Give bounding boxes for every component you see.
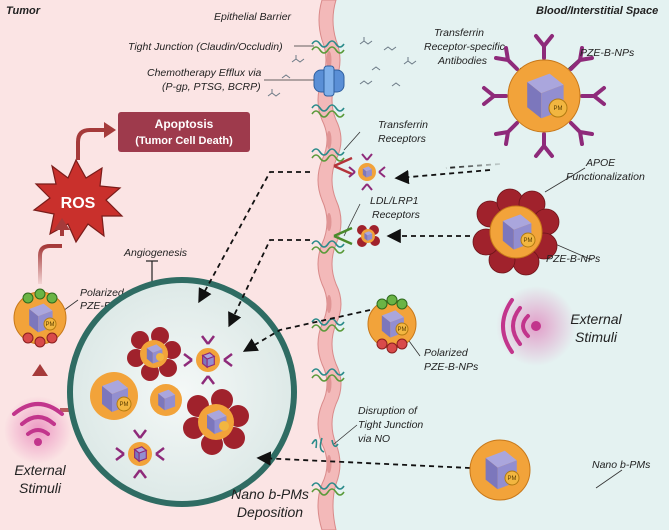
label-external-left-2: Stimuli [19,480,62,496]
dashed-arrows [198,169,491,469]
pze-apoe-particle: PM [472,188,560,276]
label-polarized-right-1: Polarized [424,347,469,359]
pm-label: PM [554,106,563,112]
pze-antibody-particle: PM [482,34,606,158]
label-apoe-1: APOE [585,157,616,169]
label-pze-top: PZE-B-NPs [580,47,635,59]
pm-label: PM [508,476,517,482]
tfr-bound-particle [348,153,386,191]
label-tfr-receptors-1: Transferrin [378,119,428,131]
tight-junctions [311,40,345,496]
label-external-left-1: External [14,462,66,478]
label-polarized-left-1: Polarized [80,287,125,299]
ros-star [32,158,124,244]
label-nano-bpms: Nano b-PMs [592,459,651,471]
region-label-tumor: Tumor [6,5,41,17]
label-pze-apoe: PZE-B-NPs [546,253,601,265]
drug-molecules [267,37,417,97]
apoptosis-subtitle: (Tumor Cell Death) [135,135,233,147]
wifi-dot [34,438,42,446]
deposited-particles: PM [90,327,249,479]
wifi-icon [501,298,530,354]
ldl-bound-particle [357,225,380,247]
label-tight-junction: Tight Junction (Claudin/Occludin) [128,41,283,53]
pm-label: PM [46,322,55,328]
label-disruption-3: via NO [358,433,390,445]
region-label-blood: Blood/Interstitial Space [536,5,658,17]
epithelial-membrane [317,0,342,530]
label-external-right-2: Stimuli [575,329,618,345]
apoptosis-title: Apoptosis [155,117,214,131]
label-efflux-2: (P-gp, PTSG, BCRP) [162,81,261,93]
label-ldl-1: LDL/LRP1 [370,195,418,207]
ldl-receptor [333,226,353,246]
pm-label: PM [398,327,407,333]
label-antibodies-2: Receptor-specific [424,41,506,53]
dashed-tails [445,163,501,235]
label-epithelial-barrier: Epithelial Barrier [214,11,292,23]
polarized-particle-right: PM [367,294,417,354]
label-efflux-1: Chemotherapy Efflux via [147,67,262,79]
efflux-pump [313,65,345,97]
wifi-icon [12,402,64,436]
label-ldl-2: Receptors [372,209,421,221]
label-deposition-2: Deposition [237,504,303,520]
polarized-particle-left: PM [13,288,67,348]
label-disruption-2: Tight Junction [358,419,423,431]
ros-label: ROS [61,195,96,212]
wifi-dot [531,321,541,331]
label-antibodies-1: Transferrin [434,27,484,39]
transferrin-receptor [333,156,353,176]
label-apoe-2: Functionalization [566,171,645,183]
label-external-right-1: External [570,311,622,327]
apoptosis-box [118,112,250,152]
label-disruption-1: Disruption of [358,405,418,417]
label-polarized-right-2: PZE-B-NPs [424,361,479,373]
label-tfr-receptors-2: Receptors [378,133,427,145]
pm-label: PM [120,402,129,408]
label-angiogenesis: Angiogenesis [123,247,188,259]
nano-bpm-particle: PM [469,439,531,501]
pm-label: PM [524,238,533,244]
label-antibodies-3: Antibodies [437,55,488,67]
label-deposition-1: Nano b-PMs [231,486,309,502]
